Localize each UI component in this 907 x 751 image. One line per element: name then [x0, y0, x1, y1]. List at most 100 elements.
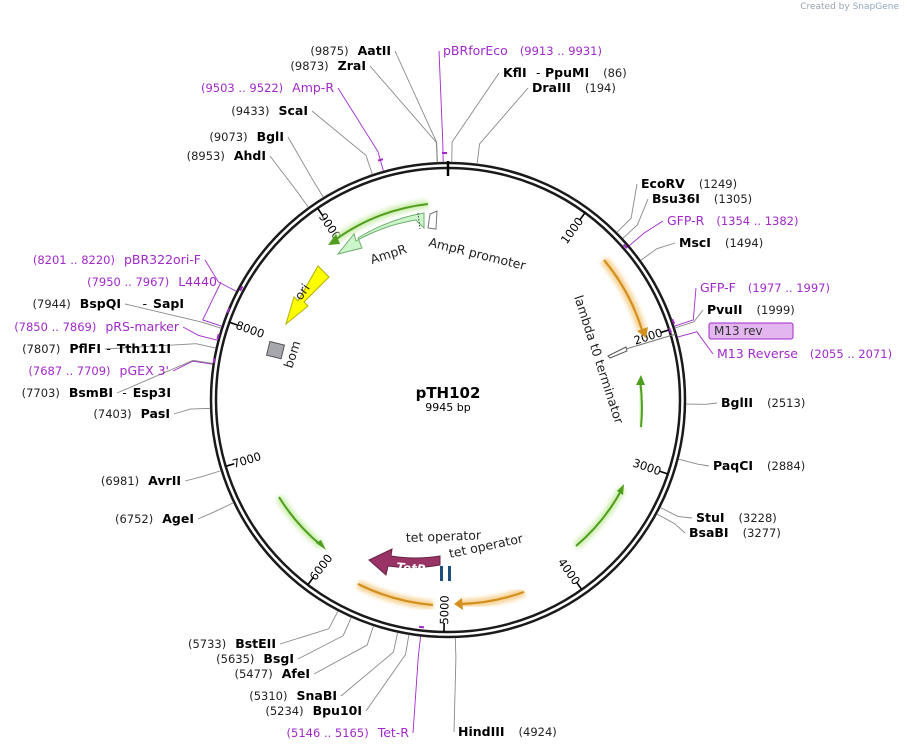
- site-scai: ScaI(9433): [231, 103, 308, 118]
- leader-line: [628, 220, 664, 247]
- site-position: (9873): [290, 59, 328, 73]
- site-position: (5733): [188, 637, 226, 651]
- green-arrowhead-upperleft: [328, 234, 340, 245]
- tetr-feature: [368, 548, 441, 576]
- tet-operator-2: [448, 566, 451, 581]
- credit-text: Created by: [800, 2, 850, 12]
- plasmid-name: pTH102: [416, 384, 481, 402]
- site-pbrforeco: pBRforEco(9913 .. 9931): [443, 43, 602, 58]
- leader-line: [204, 259, 237, 292]
- tetr-label: TetR: [396, 560, 427, 577]
- site-sapi: SapI-: [142, 296, 184, 311]
- leader-line: [453, 637, 457, 733]
- site-position: (3277): [743, 526, 781, 540]
- leader-line: [104, 343, 216, 350]
- site-esp3i: Esp3I-: [122, 385, 171, 400]
- site-position: (1999): [757, 303, 795, 317]
- green-arrowhead-lowerleft: [316, 540, 326, 550]
- site-hindiii: HindIII (4924): [458, 724, 557, 739]
- site-name: MscI: [679, 235, 711, 250]
- leader-line: [279, 610, 339, 645]
- tick-label-1000: 1000: [558, 215, 587, 247]
- site-position: (5477): [235, 667, 273, 681]
- site-leader-lines: [104, 50, 718, 734]
- site-position: (9503 .. 9522): [201, 81, 283, 95]
- primer-markers: [212, 152, 676, 629]
- site-name: Esp3I: [133, 385, 171, 400]
- leader-line: [677, 331, 714, 355]
- site-name: PaqCI: [713, 458, 753, 473]
- leader-line: [476, 87, 529, 164]
- site-position: (2884): [767, 459, 805, 473]
- site-snabi: SnaBI(5310): [249, 688, 337, 703]
- site-position: (86): [603, 66, 627, 80]
- leader-line: [622, 198, 649, 239]
- terminator-feature: [607, 346, 628, 359]
- ori-feature: [285, 265, 330, 326]
- ampr-label: AmpR: [368, 241, 408, 267]
- leader-line: [340, 632, 399, 697]
- leader-line: [678, 458, 710, 467]
- site-name: pRS-marker: [105, 319, 180, 334]
- ampr-promoter-label: AmpR promoter: [427, 234, 528, 273]
- site-position: (7944): [33, 297, 71, 311]
- site-position: (4924): [519, 725, 557, 739]
- site-pgex-3-: pGEX 3'(7687 .. 7709): [28, 363, 169, 378]
- site-prs-marker: pRS-marker(7850 .. 7869): [14, 319, 180, 334]
- site-name: BsaBI: [689, 525, 729, 540]
- snapgene-logo-icon: SnapGene: [852, 2, 899, 12]
- ampr-feature: [336, 212, 425, 255]
- site-position: (2055 .. 2071): [810, 347, 892, 361]
- m13-rev-box-label: M13 rev: [714, 324, 763, 338]
- site-labels: AatII(9875)ZraI(9873)pBRforEco(9913 .. 9…: [14, 43, 892, 740]
- green-arc-lowerright: [575, 488, 623, 547]
- leader-line: [438, 50, 444, 163]
- terminator-leader: [625, 333, 677, 350]
- site-position: (9913 .. 9931): [520, 44, 602, 58]
- site-bsabi: BsaBI (3277): [689, 525, 781, 540]
- leader-line: [451, 72, 500, 163]
- site-position: (7687 .. 7709): [28, 364, 110, 378]
- site-position: (1977 .. 1997): [748, 281, 830, 295]
- site-name: BstEII: [235, 636, 276, 651]
- site-position: (8953): [187, 149, 225, 163]
- tick-8000: [229, 321, 239, 326]
- leader-line: [369, 65, 438, 163]
- site-separator: -: [536, 65, 541, 80]
- site-name: BsgI: [263, 651, 294, 666]
- orange-arrowhead-bottom: [454, 598, 463, 610]
- site-position: (5146 .. 5165): [287, 726, 369, 740]
- leader-line: [640, 242, 676, 261]
- site-gfp-r: GFP-R(1354 .. 1382): [667, 213, 798, 228]
- site-position: (6752): [115, 512, 153, 526]
- leader-line: [297, 617, 352, 660]
- site-ahdi: AhdI(8953): [187, 148, 266, 163]
- site-position: (2513): [767, 396, 805, 410]
- leader-line: [184, 470, 221, 482]
- tick-label-6000: 6000: [307, 551, 336, 583]
- site-name: PpuMI: [545, 65, 589, 80]
- site-position: (1249): [699, 177, 737, 191]
- site-name: KflI: [503, 65, 527, 80]
- site-name: StuI: [696, 510, 725, 525]
- site-aatii: AatII(9875): [310, 43, 391, 58]
- site-position: (8201 .. 8220): [33, 253, 115, 267]
- site-name: BglI: [257, 129, 284, 144]
- site-name: AvrII: [148, 473, 181, 488]
- site-name: GFP-R: [667, 213, 705, 228]
- site-name: L4440: [178, 274, 217, 289]
- tick-9000: [316, 207, 324, 217]
- site-pbr322ori-f: pBR322ori-F(8201 .. 8220): [33, 252, 201, 267]
- site-name: GFP-F: [700, 280, 736, 295]
- leader-line: [124, 303, 222, 329]
- site-name: PvuII: [707, 302, 743, 317]
- site-name: HindIII: [458, 724, 505, 739]
- leader-line: [394, 50, 438, 163]
- site-bsmbi: BsmBI(7703): [22, 385, 113, 400]
- site-position: (3228): [739, 511, 777, 525]
- site-pflfi: PflFI(7807): [22, 341, 101, 356]
- site-avrii: AvrII(6981): [101, 473, 181, 488]
- site-position: (9875): [310, 44, 348, 58]
- site-name: ScaI: [279, 103, 309, 118]
- feature-arcs: [275, 200, 648, 610]
